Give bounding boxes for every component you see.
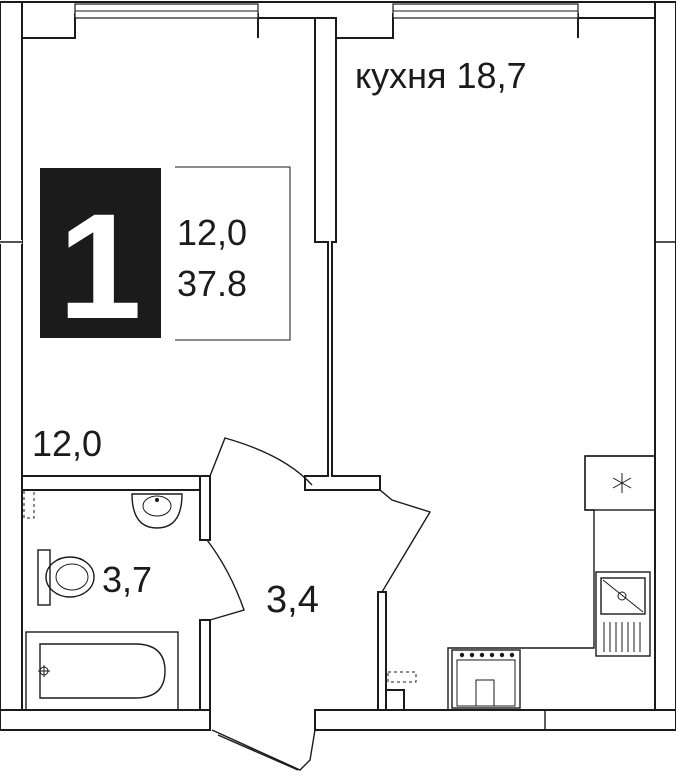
electrical-panel: [387, 671, 417, 683]
bathroom-wall-top: [21, 475, 211, 491]
apartment-badge: 1 12,0 37.8: [40, 166, 291, 350]
stove-knobs: [459, 652, 515, 658]
sink-unit: [595, 571, 651, 657]
kitchen-fixtures: [387, 455, 656, 710]
fridge-snowflake-icon: [612, 473, 632, 493]
windows: [0, 3, 676, 244]
bathroom-fixtures: [23, 489, 183, 711]
room-count: 1: [58, 182, 141, 350]
toilet-seat: [55, 563, 89, 591]
sink-bowl: [600, 577, 646, 615]
bathtub-basin: [39, 643, 166, 699]
bathroom-wall-right: [199, 475, 211, 711]
bathroom-door: [206, 539, 245, 621]
sink-drainboard: [603, 622, 641, 652]
toilet-tank: [37, 549, 51, 606]
heated-towel-rail: [23, 489, 35, 519]
toilet-bowl: [45, 556, 95, 598]
kitchen-counter: [447, 455, 655, 710]
sink-drain: [617, 591, 627, 601]
outer-walls: [0, 1, 676, 731]
hall-label: 3,4: [266, 579, 319, 621]
living-room-label: 12,0: [32, 423, 102, 464]
badge-frame: [175, 166, 291, 341]
washbasin: [131, 493, 183, 529]
stove-top: [456, 659, 516, 707]
entrance-door: [211, 729, 316, 771]
kitchen-label: кухня 18,7: [355, 55, 527, 96]
stove: [451, 649, 521, 709]
fridge: [584, 455, 656, 511]
entrance-door-leaf: [217, 734, 299, 771]
sink-faucet-line: [602, 579, 644, 613]
stove-handle: [475, 679, 495, 707]
washbasin-drain: [155, 498, 159, 502]
total-area-value: 37.8: [177, 263, 247, 304]
living-area-value: 12,0: [177, 212, 247, 253]
right-wall: [654, 1, 676, 731]
bathtub: [25, 631, 179, 711]
hall-kitchen-wall: [377, 591, 387, 711]
bathroom-label: 3,7: [102, 559, 152, 600]
living-door: [209, 437, 313, 486]
left-wall: [0, 1, 23, 731]
kitchen-door: [379, 489, 432, 593]
interior-walls: [21, 17, 405, 711]
washbasin-bowl: [142, 495, 172, 517]
doors: [206, 437, 432, 771]
bottom-wall: [0, 709, 676, 731]
column: [385, 689, 405, 711]
badge-box: [40, 168, 161, 338]
